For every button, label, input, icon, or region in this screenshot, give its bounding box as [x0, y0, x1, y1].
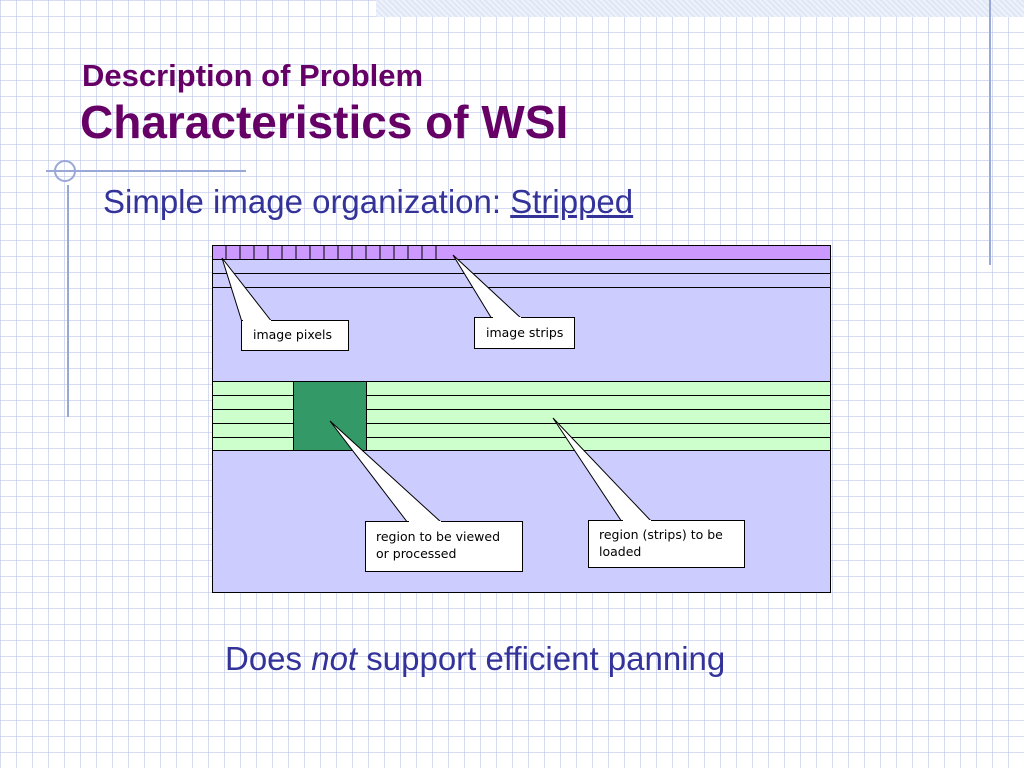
- footer-before: Does: [225, 640, 312, 677]
- image-strip: [212, 259, 831, 274]
- footer-statement: Does not support efficient panning: [225, 640, 725, 678]
- callout-region-loaded: region (strips) to be loaded: [552, 417, 745, 568]
- callout-image-pixels: image pixels: [221, 257, 349, 351]
- decorative-band: [376, 0, 1024, 17]
- decorative-line: [989, 0, 991, 265]
- callout-label: loaded: [599, 544, 641, 559]
- stripped-image-diagram: image pixels image strips region to be v…: [212, 245, 831, 593]
- callout-region-viewed: region to be viewed or processed: [329, 420, 523, 572]
- viewed-region: [293, 381, 367, 451]
- footer-after: support efficient panning: [357, 640, 726, 677]
- slide-subtitle: Description of Problem: [82, 58, 424, 93]
- decorative-line: [46, 170, 246, 172]
- bullet-text: Simple image organization: Stripped: [103, 183, 633, 221]
- decorative-circle: [54, 160, 76, 182]
- pixel-cells: [225, 245, 437, 259]
- decorative-line: [67, 185, 69, 417]
- top-strip: [212, 245, 831, 260]
- bullet-prefix: Simple image organization:: [103, 183, 511, 220]
- bullet-term: Stripped: [510, 183, 634, 220]
- image-strip: [212, 273, 831, 288]
- callout-label: region to be viewed: [376, 529, 500, 544]
- callout-label: image pixels: [253, 327, 332, 342]
- callout-label: or processed: [376, 546, 456, 561]
- callout-label: region (strips) to be: [599, 527, 723, 542]
- footer-emphasis: not: [311, 640, 358, 677]
- callout-image-strips: image strips: [452, 254, 575, 349]
- slide-title: Characteristics of WSI: [80, 96, 569, 148]
- callout-label: image strips: [486, 325, 563, 340]
